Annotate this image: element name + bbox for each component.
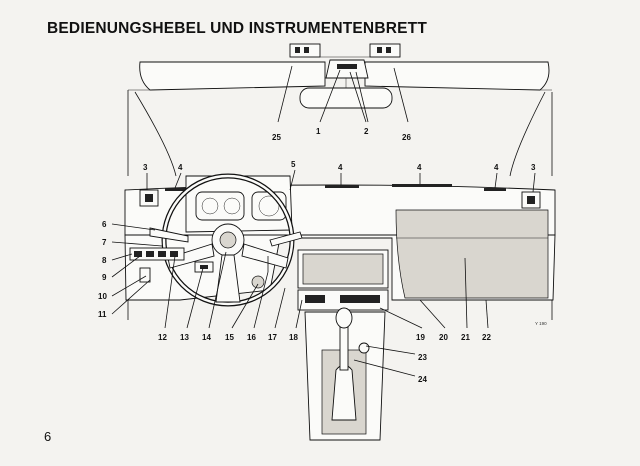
callout-labels: 1 2 3 3 4 4 4 4 5 6 7 8 9 10 11 12 13 14… — [98, 127, 536, 384]
side-vents — [139, 189, 541, 209]
callout-4-d: 4 — [494, 163, 499, 172]
callout-14: 14 — [202, 333, 211, 342]
callout-20: 20 — [439, 333, 448, 342]
callout-19: 19 — [416, 333, 425, 342]
callout-11: 11 — [98, 310, 107, 319]
leader-lines — [111, 65, 536, 377]
callout-5: 5 — [291, 160, 296, 169]
callout-25: 25 — [272, 133, 281, 142]
callout-13: 13 — [180, 333, 189, 342]
page-title: BEDIENUNGSHEBEL UND INSTRUMENTENBRETT — [47, 20, 427, 37]
callout-3-left: 3 — [143, 163, 148, 172]
callout-3-right: 3 — [531, 163, 536, 172]
callout-21: 21 — [461, 333, 470, 342]
callout-22: 22 — [482, 333, 491, 342]
callout-4-a: 4 — [178, 163, 183, 172]
callout-9: 9 — [102, 273, 107, 282]
callout-1: 1 — [316, 127, 321, 136]
windshield — [127, 89, 553, 177]
callout-6: 6 — [102, 220, 107, 229]
defroster-vents — [165, 184, 506, 191]
callout-16: 16 — [247, 333, 256, 342]
rear-view-mirror — [299, 59, 393, 109]
callout-8: 8 — [102, 256, 107, 265]
control-stalks — [129, 227, 303, 289]
callout-23: 23 — [418, 353, 427, 362]
callout-17: 17 — [268, 333, 277, 342]
sun-visors — [139, 43, 550, 91]
callout-4-c: 4 — [417, 163, 422, 172]
center-console — [297, 249, 389, 441]
callout-4-b: 4 — [338, 163, 343, 172]
figure-reference: Y 190 — [535, 321, 547, 326]
page-number: 6 — [44, 429, 52, 444]
callout-26: 26 — [402, 133, 411, 142]
callout-12: 12 — [158, 333, 167, 342]
callout-15: 15 — [225, 333, 234, 342]
callout-24: 24 — [418, 375, 427, 384]
callout-2: 2 — [364, 127, 369, 136]
callout-7: 7 — [102, 238, 107, 247]
callout-18: 18 — [289, 333, 298, 342]
steering-wheel — [161, 173, 295, 307]
instrument-cluster — [185, 175, 293, 233]
callout-10: 10 — [98, 292, 107, 301]
